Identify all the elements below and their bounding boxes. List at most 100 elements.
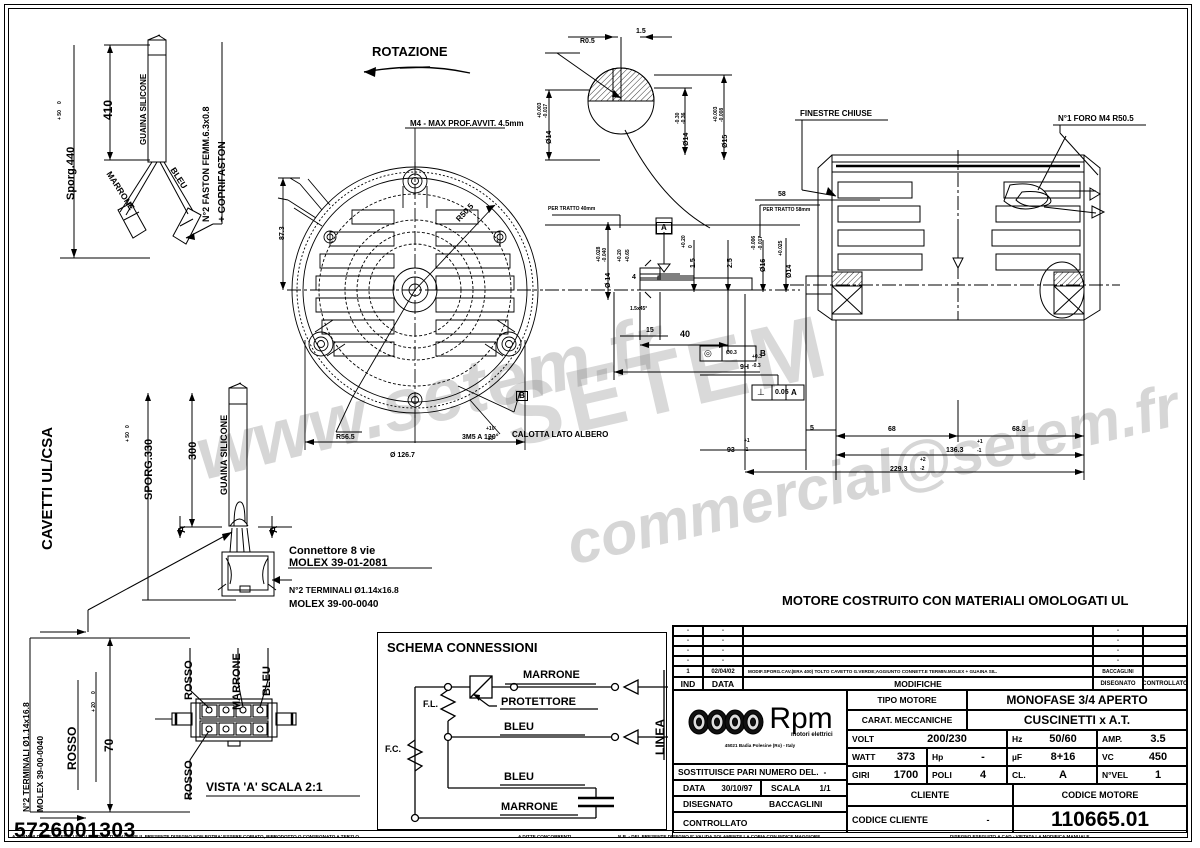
data-value: 30/10/97: [721, 783, 753, 793]
terminals-note-line2: MOLEX 39-00-0040: [289, 599, 379, 610]
hp-value: -: [981, 751, 985, 763]
logo-tagline: motori elettrici: [790, 732, 833, 738]
sheet-border-outer: [4, 4, 1192, 842]
rev-row-3-ctrl: [1143, 656, 1187, 666]
rev-row-2-dis: -: [1093, 646, 1143, 656]
rev-row-2-ind: -: [673, 646, 703, 656]
rev-header-disegnato: DISEGNATO: [1093, 677, 1143, 690]
datum-a-shaft-label: A: [656, 222, 672, 234]
gdt-perp-symbol: ⊥: [757, 387, 765, 397]
radius-body-label: R56.5: [336, 434, 355, 441]
footer-right1-text: N.B. - DEL PRESENTE DISEGNO E' VALIDA SO…: [618, 834, 822, 839]
poli-value: 4: [979, 769, 987, 781]
title-block: - - - - - - - - - - - - 1 02/04/02 MODIF…: [672, 625, 1188, 838]
screws-note: 3M5 A 120°: [462, 434, 499, 441]
connector-note-line2: MOLEX 39-01-2081: [289, 557, 388, 569]
footer-bar: A TERMINI DELLE VIGENTI LEGGI SUI DIRITT…: [8, 830, 1188, 842]
rev-header-data: DATA: [703, 677, 743, 690]
logo-brand: Rpm: [769, 702, 833, 735]
cl-label: CL.: [1007, 766, 1097, 784]
screws-tol-up: +10': [486, 426, 496, 432]
codice-cliente-value: -: [986, 814, 990, 825]
vc-value: 450: [1148, 751, 1168, 763]
rev-row-1-ind: -: [673, 636, 703, 646]
gdt-perp-datum: A: [791, 388, 797, 397]
gdt-perp-value: 0.05: [775, 389, 789, 396]
disegnato-value: BACCAGLINI: [769, 799, 823, 809]
rev-row-1-data: -: [703, 636, 743, 646]
dim-68-label: 68: [888, 426, 896, 433]
bearing-logo-icon: [688, 709, 764, 735]
scala-value: 1/1: [819, 783, 831, 793]
sheet-border-inner: [8, 8, 1188, 838]
schema-fc-label: F.C.: [385, 744, 402, 754]
gdt-circ-value: Ø0.3: [726, 350, 737, 356]
dim-9h-tol-dn: -0.3: [752, 363, 761, 369]
connector-note-line1: Connettore 8 vie: [289, 545, 376, 557]
codice-cliente-label: CODICE CLIENTE: [847, 806, 1013, 833]
rev-row-0-data: -: [703, 626, 743, 636]
rev-row-4-dis: BACCAGLINI: [1093, 666, 1143, 677]
dim-136-3-tol-dn: -1: [977, 448, 982, 454]
rev-row-0-ctrl: [1143, 626, 1187, 636]
m4-screw-note: M4 - MAX PROF.AVVIT. 4.5mm: [410, 119, 524, 128]
nvel-label: N°VEL: [1097, 766, 1187, 784]
schema-linea-label: LINEA: [653, 719, 667, 755]
schema-marrone-top: MARRONE: [523, 669, 580, 681]
logo-address: 45021 Badia Polesine (Ro) - Italy: [724, 743, 796, 748]
dim-229-3-tol-up: +2: [920, 457, 926, 463]
rotation-label: ROTAZIONE: [372, 44, 448, 59]
datum-b-front-label: B: [516, 391, 528, 401]
dim-93-label: 93: [727, 447, 735, 454]
tipo-motore-value: MONOFASE 3/4 APERTO: [967, 690, 1187, 710]
schema-fl-label: F.L.: [423, 699, 438, 709]
materials-note: MOTORE COSTRUITO CON MATERIALI OMOLOGATI…: [782, 593, 1129, 608]
poli-label: POLI: [927, 766, 1007, 784]
per-tratto-58-label: PER TRATTO 58mm: [763, 207, 811, 213]
schema-marrone-low: MARRONE: [501, 801, 558, 813]
datum-b-front: B: [516, 386, 528, 402]
controllato-label: CONTROLLATO: [673, 812, 847, 833]
per-tratto-40-label: PER TRATTO 40mm: [548, 206, 596, 212]
rev-header-controllato: CONTROLLATO: [1143, 677, 1187, 690]
terminals-note-line1: N°2 TERMINALI Ø1.14x16.8: [289, 585, 399, 595]
schema-protettore-label: PROTETTORE: [501, 696, 576, 708]
datum-a-shaft: A: [656, 218, 672, 234]
amp-label: AMP.: [1097, 730, 1187, 748]
schema-bleu-low: BLEU: [504, 771, 534, 783]
rev-row-1-dis: -: [1093, 636, 1143, 646]
screws-tol-dn: -10': [486, 436, 495, 442]
sostituisce-value: -: [823, 767, 827, 777]
vista-a-title: VISTA 'A' SCALA 2:1: [206, 780, 323, 794]
hz-label: Hz: [1007, 730, 1097, 748]
carat-label: CARAT. MECCANICHE: [847, 710, 967, 730]
watt-value: 373: [896, 751, 916, 763]
data-label: DATA: [673, 780, 761, 796]
schema-title: SCHEMA CONNESSIONI: [387, 640, 538, 655]
hz-value: 50/60: [1049, 733, 1077, 745]
front-diameter-dim: Ø 126.7: [390, 452, 415, 459]
footer-left-text: A TERMINI DELLE VIGENTI LEGGI SUI DIRITT…: [12, 834, 359, 839]
dim-229-3-label: 229.3: [890, 466, 908, 473]
rev-row-3-data: -: [703, 656, 743, 666]
watt-label: WATT: [847, 748, 927, 766]
rev-row-4-ind: 1: [673, 666, 703, 677]
logo-block: Rpm motori elettrici 45021 Badia Polesin…: [673, 690, 847, 764]
codice-motore-label: CODICE MOTORE: [1013, 784, 1187, 806]
dim-136-3-tol-up: +1: [977, 439, 983, 445]
vc-label: VC: [1097, 748, 1187, 766]
footer-right2-text: DISEGNO ESEGUITO A CAD - VIETATA LA MODI…: [950, 834, 1090, 839]
rev-row-3-ind: -: [673, 656, 703, 666]
footer-center-text: A DITTE CONCORRENTI.: [518, 834, 573, 839]
hp-label: Hp: [927, 748, 1007, 766]
dim-93-tol-up: +1: [744, 438, 750, 444]
dim-9h-tol-up: +0.3: [752, 354, 762, 360]
